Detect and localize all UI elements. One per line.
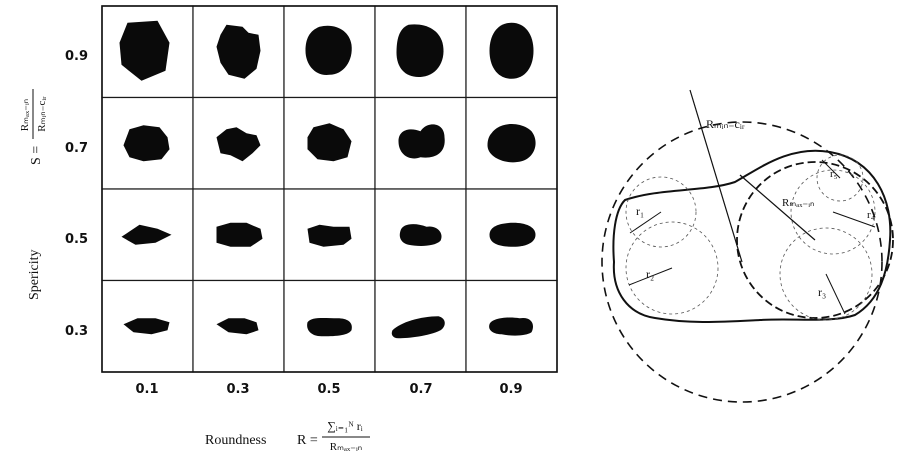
grain-silhouette <box>216 24 261 79</box>
x-tick-labels: 0.1 0.3 0.5 0.7 0.9 <box>135 382 522 397</box>
max-inscribed-circle <box>736 161 894 319</box>
y-tick-0.5: 0.5 <box>65 232 88 247</box>
min-circumscribed-circle <box>601 121 883 403</box>
x-tick-0.7: 0.7 <box>409 382 432 397</box>
grain-silhouette <box>399 224 442 246</box>
x-tick-0.3: 0.3 <box>226 382 249 397</box>
measurement-diagram: Rₘᵢₙ₋cᵢᵣ Rₘₐₓ₋ᵢₙ r₁ r₂ r₃ r₄ r₅ <box>601 89 894 403</box>
r3-label: r₃ <box>818 285 826 299</box>
grain-silhouette <box>216 127 261 162</box>
x-formula-lhs: R = <box>297 433 318 448</box>
r-max-in-label: Rₘₐₓ₋ᵢₙ <box>782 197 814 209</box>
corner-circle-3 <box>779 227 873 321</box>
x-axis-label: Roundness <box>205 433 266 448</box>
grain-silhouette <box>487 124 536 163</box>
r2-line <box>628 267 673 286</box>
r5-line <box>821 159 841 179</box>
r5-label: r₅ <box>830 168 838 180</box>
grain-silhouette <box>398 124 445 159</box>
grain-outline <box>612 149 892 323</box>
y-tick-labels: 0.9 0.7 0.5 0.3 <box>65 49 88 339</box>
r2-label: r₂ <box>646 267 654 281</box>
grain-shape-grid <box>101 5 558 373</box>
r4-line <box>832 211 876 228</box>
grain-silhouette <box>396 24 444 78</box>
r1-label: r₁ <box>636 204 644 218</box>
grain-silhouette <box>489 317 533 336</box>
corner-circle-1 <box>625 176 697 248</box>
grain-silhouette <box>216 318 259 335</box>
x-tick-0.5: 0.5 <box>317 382 340 397</box>
r-min-cir-line <box>689 89 743 263</box>
grain-silhouette <box>216 222 263 247</box>
y-formula-lhs: S = <box>29 146 44 165</box>
y-tick-0.9: 0.9 <box>65 49 88 64</box>
grain-silhouette <box>123 125 170 162</box>
corner-circle-2 <box>625 221 719 315</box>
y-axis-formula: S = Rₘₐₓ₋ᵢₙ Rₘᵢₙ₋cᵢᵣ <box>19 89 48 165</box>
y-formula-numerator: Rₘₐₓ₋ᵢₙ <box>19 99 31 131</box>
grain-silhouette <box>119 20 170 81</box>
grain-silhouette <box>307 224 352 247</box>
r-min-cir-label: Rₘᵢₙ₋cᵢᵣ <box>706 117 745 131</box>
grain-silhouette <box>307 317 352 337</box>
corner-circle-4 <box>790 169 876 255</box>
x-tick-0.9: 0.9 <box>499 382 522 397</box>
r4-label: r₄ <box>867 209 875 221</box>
grid-cell <box>374 188 467 282</box>
x-formula-denominator: Rₘₐₓ₋ᵢₙ <box>330 441 362 451</box>
grain-silhouette <box>121 224 172 245</box>
grain-silhouette <box>391 316 445 339</box>
x-tick-0.1: 0.1 <box>135 382 158 397</box>
grid-border <box>101 5 558 373</box>
y-axis-label: Spericity <box>27 249 42 300</box>
grid-cell <box>283 96 376 190</box>
y-formula-denominator: Rₘᵢₙ₋cᵢᵣ <box>36 96 48 132</box>
r-max-in-line <box>739 174 816 241</box>
r3-line <box>825 273 846 315</box>
grain-silhouette <box>489 22 534 79</box>
grain-silhouette <box>489 222 536 247</box>
y-tick-0.7: 0.7 <box>65 141 88 156</box>
r1-line <box>629 211 662 234</box>
grain-silhouette <box>307 123 352 162</box>
grain-silhouette <box>305 25 352 76</box>
x-formula-numerator: ∑ᵢ₌₁ᴺ rᵢ <box>327 419 363 433</box>
x-axis-title: Roundness R = ∑ᵢ₌₁ᴺ rᵢ Rₘₐₓ₋ᵢₙ <box>205 419 370 451</box>
y-axis-title: Spericity <box>27 249 42 300</box>
grain-silhouette <box>123 318 170 335</box>
corner-circle-5 <box>816 154 864 202</box>
y-tick-0.3: 0.3 <box>65 324 88 339</box>
